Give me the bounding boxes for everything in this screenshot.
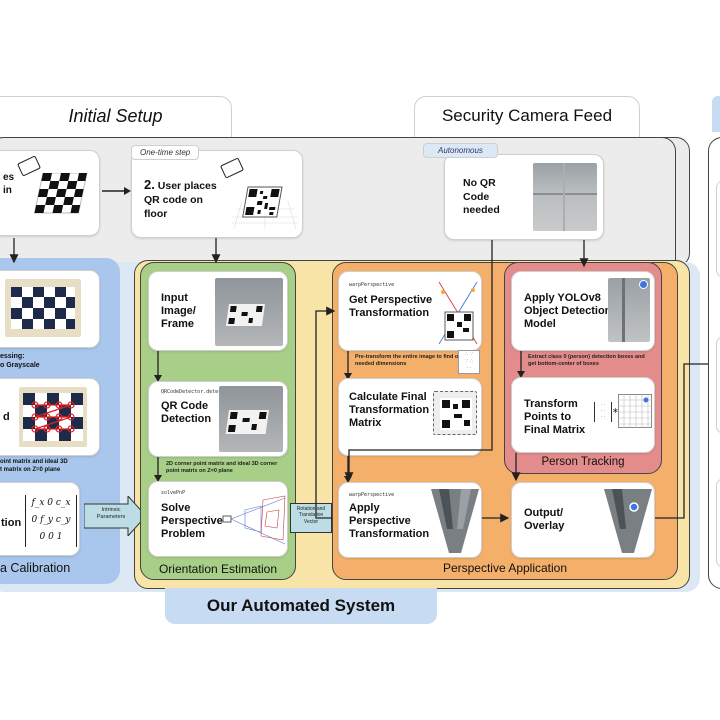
- perspective-qr-icon: [438, 281, 478, 345]
- points-matrix-icon: ⋅ ⋅⋅ ⋅⋅ ⋅: [594, 402, 612, 422]
- security-camera-title: Security Camera Feed: [441, 106, 613, 125]
- calib-checker-image: [5, 279, 81, 337]
- final-matrix-title: Calculate Final Transformation Matrix: [349, 391, 430, 430]
- arrow-input-qr: [154, 351, 162, 382]
- qr-floor-icon: [232, 186, 298, 229]
- step1-card: es in: [0, 150, 100, 236]
- input-frame-image: [215, 278, 283, 346]
- calib-corners-image: [19, 387, 87, 447]
- pnp-diagram: [222, 495, 286, 545]
- qr-detection-title: QR Code Detection: [161, 400, 212, 426]
- input-frame-title: Input Image/ Frame: [161, 292, 196, 331]
- camera-calibration-label: a Calibration: [0, 561, 71, 575]
- pretransform-caption: Pre-transform the entire image to find o…: [355, 354, 474, 367]
- yolo-card: Apply YOLOv8 Object Detection Model: [511, 271, 655, 351]
- rotation-vector-label: Rotation and Translation Vector: [296, 506, 326, 525]
- apply-perspective-mono: warpPerspective: [349, 492, 395, 498]
- solvepnp-card: solvePnP Solve Perspective Problem: [148, 481, 288, 557]
- qr-detection-image: [219, 386, 283, 452]
- perspective-application-label: Perspective Application: [442, 561, 568, 575]
- matrix-row-2: 0 f_y c_y: [31, 515, 71, 525]
- initial-setup-header: Initial Setup: [0, 96, 232, 138]
- yolo-title: Apply YOLOv8 Object Detection Model: [524, 292, 612, 331]
- initial-setup-title: Initial Setup: [68, 106, 163, 126]
- intrinsic-matrix: f_x 0 c_x 0 f_y c_y 0 0 1: [25, 495, 77, 547]
- corners-label: d: [3, 411, 10, 423]
- output-overlay-card: Output/ Overlay: [511, 482, 655, 558]
- solvepnp-mono: solvePnP: [161, 490, 186, 496]
- arrow-qr-solvepnp: [154, 457, 162, 482]
- transform-points-card: Transform Points to Final Matrix ⋅ ⋅⋅ ⋅⋅…: [511, 377, 655, 453]
- no-qr-text: No QR Code needed: [463, 177, 500, 217]
- oe-corner-caption: 2D corner point matrix and ideal 3D corn…: [166, 461, 278, 474]
- step1-text: es in: [3, 172, 15, 196]
- automated-system-tab: Our Automated System: [165, 588, 437, 624]
- detection-marker-icon: [639, 280, 648, 289]
- camera-frame-image: [533, 163, 597, 231]
- arrow-get-final: [344, 351, 352, 380]
- yolo-image: [608, 278, 650, 342]
- automated-system-label: Our Automated System: [206, 596, 396, 615]
- person-tracking-label: Person Tracking: [541, 456, 625, 468]
- step2-card: One-time step 2. User places QR code on …: [131, 145, 303, 238]
- apply-perspective-card: warpPerspective Apply Perspective Transf…: [338, 482, 482, 558]
- final-matrix-card: Calculate Final Transformation Matrix: [338, 378, 482, 456]
- warped-image: [431, 489, 479, 553]
- autonomous-badge: Autonomous: [423, 143, 498, 158]
- input-frame-card: Input Image/ Frame: [148, 271, 288, 351]
- one-time-step-badge: One-time step: [131, 145, 200, 160]
- calib-corners-card: d: [0, 378, 100, 456]
- orientation-estimation-label: Orientation Estimation: [158, 562, 278, 576]
- intrinsic-matrix-card: tion f_x 0 c_x 0 f_y c_y 0 0 1: [0, 482, 80, 556]
- intrinsic-arrow: [84, 496, 147, 536]
- qr-detection-card: QRCodeDetector.detect QR Code Detection: [148, 381, 288, 457]
- solvepnp-title: Solve Perspective Problem: [161, 502, 223, 541]
- qr-detect-mono: QRCodeDetector.detect: [161, 389, 225, 395]
- intrinsic-arrow-label: Intrinsic Parameters: [96, 507, 126, 521]
- preprocess-caption: essing: o Grayscale: [0, 353, 40, 370]
- matrix-row-3: 0 0 1: [39, 532, 63, 542]
- multiply-symbol: ∗: [612, 406, 619, 415]
- pretransform-icon: ∴ ∵∵ ∴· ·: [458, 350, 480, 374]
- matrix-row-1: f_x 0 c_x: [31, 498, 71, 508]
- output-image: [604, 489, 652, 553]
- calib-corner-caption: oint matrix and ideal 3D t matrix on Z=0…: [0, 459, 68, 473]
- get-perspective-mono: warpPerspective: [349, 282, 395, 288]
- apply-perspective-title: Apply Perspective Transformation: [349, 502, 430, 541]
- grid-matrix-icon: [618, 394, 652, 428]
- get-perspective-card: warpPerspective Get Perspective Transfor…: [338, 271, 482, 351]
- security-camera-header: Security Camera Feed: [414, 96, 640, 138]
- cropped-header-right: [712, 96, 720, 132]
- intrinsic-label: tion: [1, 517, 22, 529]
- arrow-yolo-transform: [517, 351, 525, 378]
- final-matrix-qr: [433, 391, 477, 435]
- transform-points-title: Transform Points to Final Matrix: [524, 398, 586, 437]
- camera-feed-card: Autonomous No QR Code needed: [423, 143, 604, 240]
- calib-checker-card: [0, 270, 100, 348]
- arrow-step1-step2: [102, 187, 131, 195]
- step2-number: 2.: [144, 177, 155, 192]
- output-overlay-title: Output/ Overlay: [524, 507, 565, 533]
- step2-text: User places QR code on floor: [144, 180, 217, 220]
- extract-caption: Extract class 0 (person) detection boxes…: [528, 354, 645, 367]
- checkerboard-icon: [33, 173, 88, 214]
- get-perspective-title: Get Perspective Transformation: [349, 294, 433, 320]
